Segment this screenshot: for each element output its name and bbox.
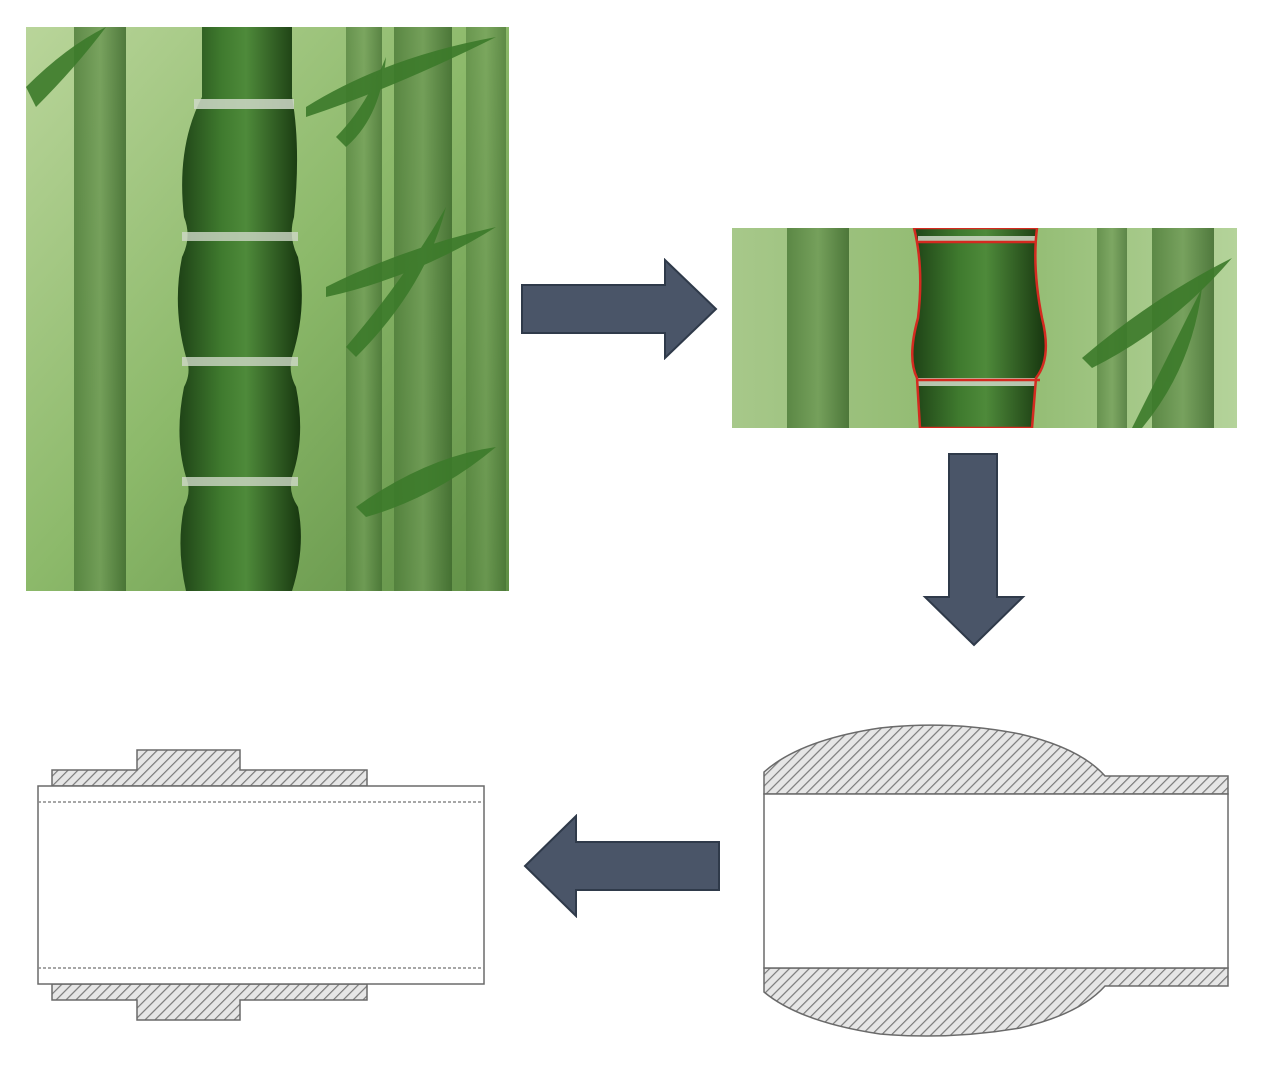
profiled-cross-section <box>760 720 1234 1040</box>
bamboo-photo <box>26 27 509 591</box>
cropped-segment-image <box>732 228 1237 428</box>
arrow-down-icon <box>922 452 1026 648</box>
arrow-left-icon <box>522 814 722 918</box>
stepped-cross-section <box>34 744 490 1024</box>
arrow-right-icon <box>520 258 720 360</box>
